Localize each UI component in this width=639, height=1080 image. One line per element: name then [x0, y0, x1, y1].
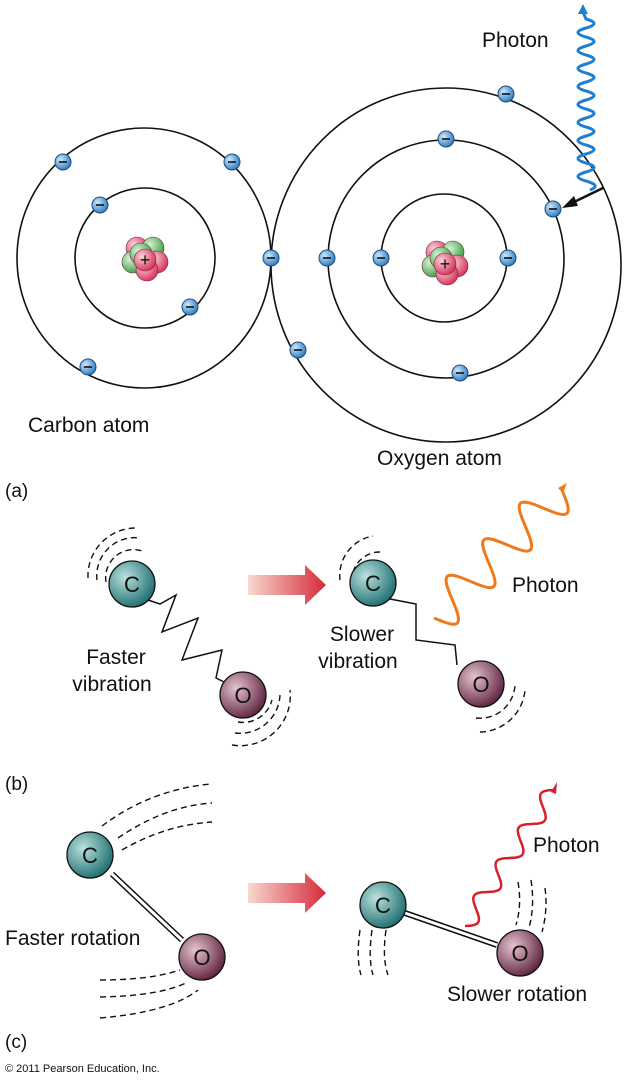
- oxygen-atom-c2: [496, 929, 544, 977]
- oxygen-symbol: O: [472, 672, 489, 697]
- electron: [497, 85, 515, 103]
- carbon-symbol: C: [375, 893, 391, 918]
- carbon-atom-b2: [349, 559, 397, 607]
- plus-sign: +: [440, 254, 451, 274]
- faster-label: Faster: [86, 646, 146, 669]
- electron: [318, 249, 336, 267]
- electron: [262, 249, 280, 267]
- electron: [437, 130, 455, 148]
- photon-label-b: Photon: [512, 574, 579, 597]
- part-label-c: (c): [5, 1032, 27, 1053]
- carbon-atom-c2: [359, 881, 407, 929]
- vibration-after: C O Slower vibration: [318, 535, 526, 733]
- carbon-symbol: C: [124, 572, 140, 597]
- copyright: © 2011 Pearson Education, Inc.: [5, 1063, 160, 1075]
- carbon-symbol: C: [82, 843, 98, 868]
- oxygen-atom-c1: [178, 933, 226, 981]
- photon-arrowhead-icon: [551, 782, 557, 794]
- proton: [133, 248, 157, 272]
- oxygen-symbol: O: [511, 941, 528, 966]
- proton: [433, 252, 457, 276]
- carbon-symbol: C: [365, 571, 381, 596]
- carbon-nucleus: +: [121, 236, 169, 282]
- electron: [54, 153, 72, 171]
- electron: [223, 153, 241, 171]
- absorption-arrow: [571, 186, 604, 205]
- photon-wave-red: [464, 788, 555, 928]
- arrowhead-icon: [562, 196, 578, 208]
- faster-rotation-label: Faster rotation: [5, 927, 140, 950]
- rotation-before: C O Faster rotation: [5, 783, 226, 1019]
- electron: [289, 341, 307, 359]
- vibration-before: C O Faster vibration: [72, 527, 292, 747]
- oxygen-symbol: O: [234, 683, 251, 708]
- electron: [181, 298, 199, 316]
- plus-sign: +: [140, 250, 151, 270]
- photon-wave-orange: [433, 489, 570, 626]
- oxygen-atom-b1: [219, 671, 267, 719]
- electron: [544, 200, 562, 218]
- slower-label: Slower: [330, 623, 394, 646]
- carbon-atom-label: Carbon atom: [28, 414, 149, 437]
- part-label-b: (b): [5, 774, 28, 795]
- vibration-label: vibration: [72, 673, 151, 696]
- photon-label-a: Photon: [482, 29, 549, 52]
- photon-wave-blue: [576, 11, 597, 192]
- electron: [79, 358, 97, 376]
- bond: [110, 872, 184, 942]
- oxygen-symbol: O: [193, 945, 210, 970]
- carbon-atom-c1: [66, 831, 114, 879]
- electrons: [54, 85, 562, 382]
- photon-arrowhead-icon: [578, 4, 588, 14]
- electron: [451, 364, 469, 382]
- rotation-after: C O Slower rotation: [357, 879, 587, 1006]
- oxygen-atom-label: Oxygen atom: [377, 447, 502, 470]
- photon-label-c: Photon: [533, 834, 600, 857]
- part-label-a: (a): [5, 481, 28, 502]
- electron: [372, 249, 390, 267]
- electron: [499, 249, 517, 267]
- carbon-atom: +: [16, 127, 272, 389]
- photon-arrowhead-icon: [558, 483, 567, 493]
- oxygen-nucleus: +: [421, 240, 469, 286]
- transition-arrow-c: [248, 873, 326, 913]
- oxygen-atom-b2: [457, 660, 505, 708]
- transition-arrow-b: [248, 565, 326, 605]
- bond: [404, 911, 498, 947]
- carbon-inner-orbit: [74, 187, 216, 329]
- carbon-atom-b1: [108, 560, 156, 608]
- electron: [91, 196, 109, 214]
- vibration-label: vibration: [318, 650, 397, 673]
- slower-rotation-label: Slower rotation: [447, 983, 587, 1006]
